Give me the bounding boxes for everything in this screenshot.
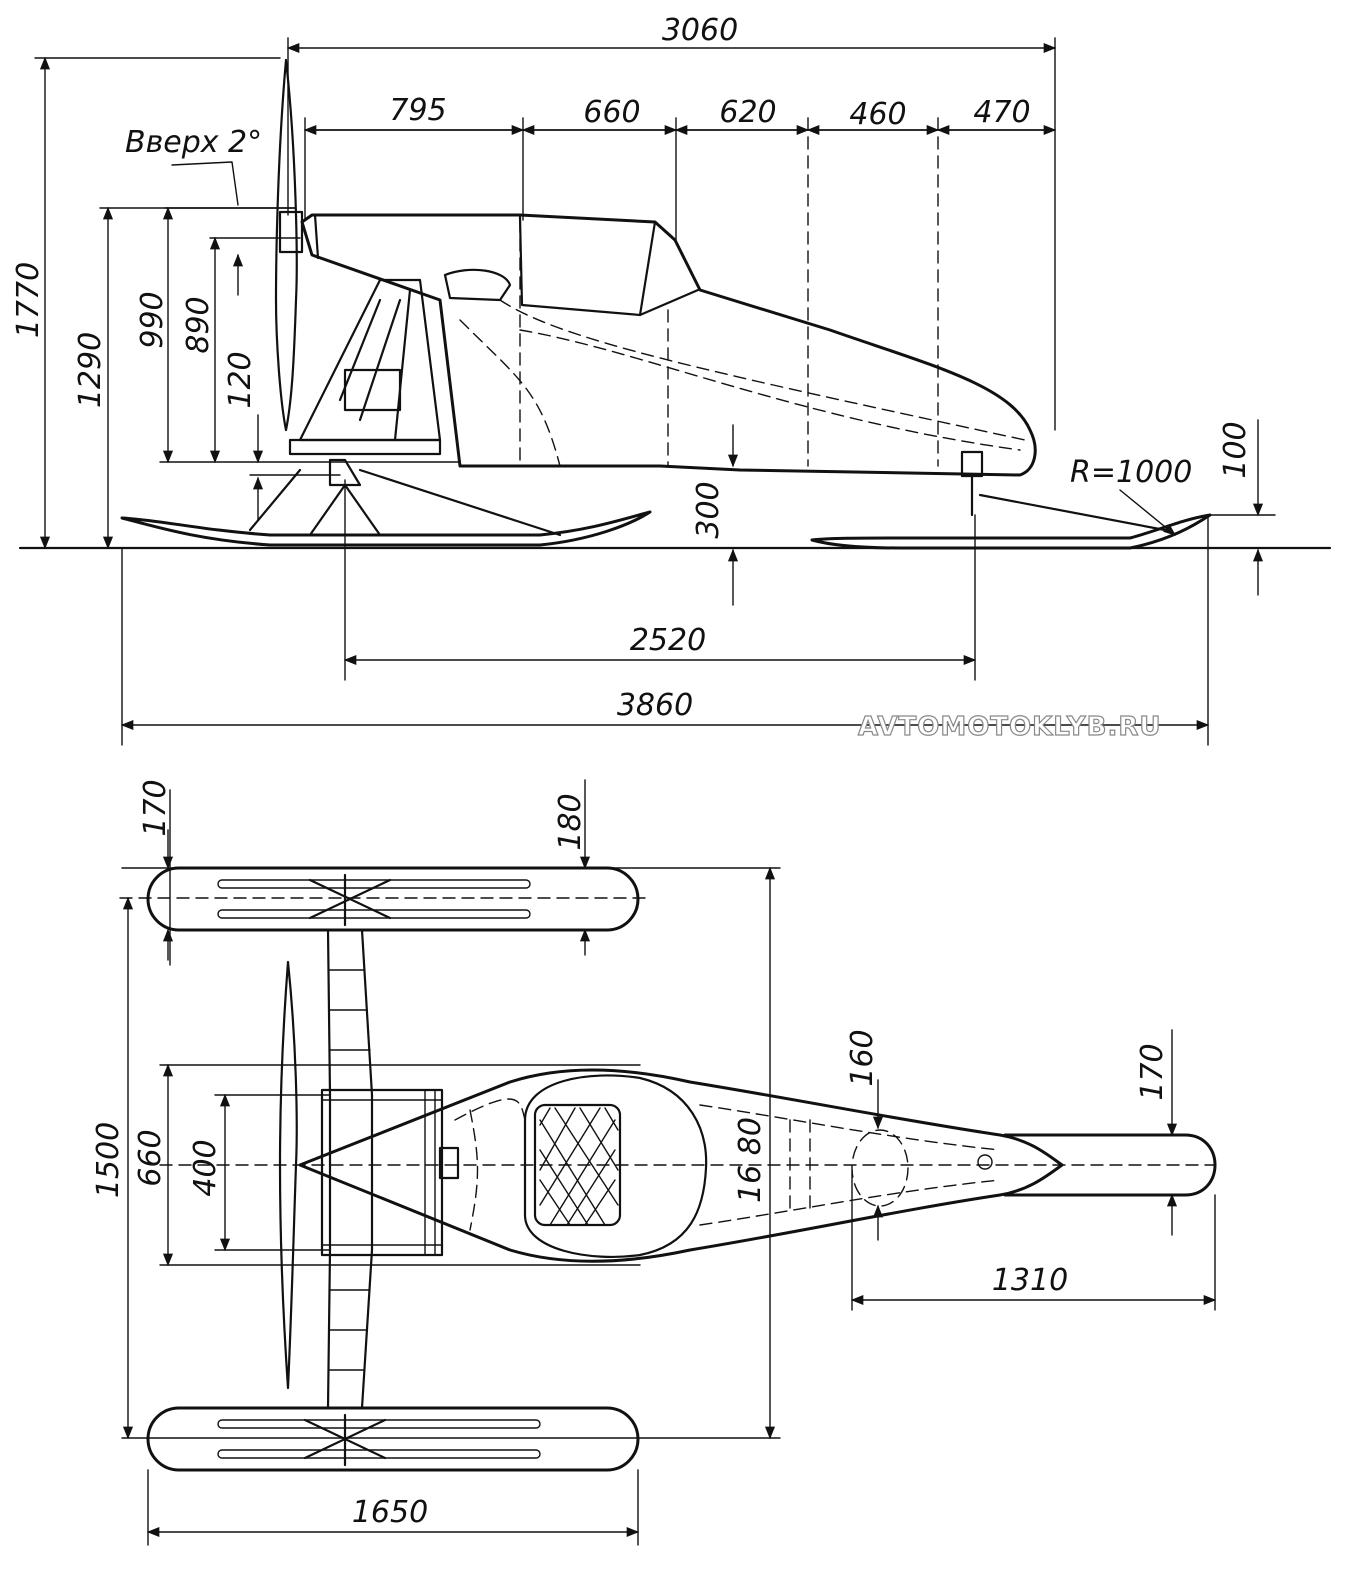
dim-170-right: 170 xyxy=(1135,1043,1170,1100)
dim-1680: 16 80 xyxy=(733,1117,768,1203)
side-view: 3060 795 660 620 460 470 Вверх 2° 1770 1… xyxy=(11,13,1332,746)
ski-binding-upper xyxy=(308,873,392,927)
dash-inner xyxy=(699,1179,1001,1226)
dim-460: 460 xyxy=(849,97,906,132)
dim-2520: 2520 xyxy=(630,623,706,658)
dash-inner xyxy=(469,1109,479,1231)
dim-890: 890 xyxy=(181,296,216,353)
engine-block xyxy=(343,368,402,412)
cockpit-top xyxy=(523,1074,708,1258)
dim-470: 470 xyxy=(973,95,1030,130)
dim-3860: 3860 xyxy=(617,688,693,723)
front-axle-beam xyxy=(326,928,374,1410)
dim-1500: 1500 xyxy=(91,1122,126,1198)
engine-part xyxy=(438,1146,460,1180)
dim-angle-label: Вверх 2° xyxy=(125,125,262,160)
axle-rungs xyxy=(329,969,371,1371)
propeller-top xyxy=(278,960,298,1390)
body-dash-2 xyxy=(519,329,1021,451)
dim-1650: 1650 xyxy=(352,1495,428,1530)
engine-frame-bars xyxy=(338,288,412,442)
propeller-side xyxy=(274,58,298,432)
fuselage-side xyxy=(300,213,1037,477)
side-dimensions: 3060 795 660 620 460 470 Вверх 2° 1770 1… xyxy=(11,13,1276,731)
engine-base xyxy=(288,438,442,456)
rear-ski-mount xyxy=(960,450,984,478)
angle-leader xyxy=(171,161,239,206)
dim-160: 160 xyxy=(845,1029,880,1086)
rear-ski xyxy=(810,513,1212,550)
dim-795: 795 xyxy=(389,93,446,128)
ski-binding-lower xyxy=(303,1413,387,1467)
rear-ski-brace xyxy=(978,493,1167,532)
canopy-line xyxy=(518,215,700,317)
engine-frame-bars-top xyxy=(321,1089,443,1256)
seat-dash xyxy=(459,319,561,467)
dim-1310: 1310 xyxy=(992,1263,1068,1298)
dim-3060: 3060 xyxy=(662,13,738,48)
front-ski xyxy=(120,510,652,547)
dim-620: 620 xyxy=(719,95,776,130)
dash-inner xyxy=(699,1104,1001,1151)
top-view: 170 180 1500 660 400 16 80 160 170 1310 xyxy=(91,779,1217,1546)
dim-990: 990 xyxy=(135,291,170,348)
dash-inner xyxy=(789,1119,811,1216)
dash-inner xyxy=(454,1098,526,1121)
dim-400: 400 xyxy=(188,1139,223,1196)
cowl-front xyxy=(313,213,320,260)
dim-radius: R=1000 xyxy=(1070,455,1192,490)
canopy-pillar xyxy=(638,220,657,317)
rear-ski-top xyxy=(1003,1133,1217,1197)
dim-170-top: 170 xyxy=(138,779,173,836)
rear-pivot-pin xyxy=(977,1154,993,1170)
seat-hatching xyxy=(539,1107,619,1226)
fuel-tank xyxy=(443,268,512,302)
top-dimensions: 170 180 1500 660 400 16 80 160 170 1310 xyxy=(91,779,1217,1538)
rear-pivot-dash xyxy=(851,1129,909,1207)
dim-1290: 1290 xyxy=(73,332,108,408)
dim-180: 180 xyxy=(553,793,588,850)
radius-leader xyxy=(1119,489,1176,536)
front-ski-struts xyxy=(248,468,562,537)
dim-100: 100 xyxy=(1218,421,1253,478)
engine-frame xyxy=(298,278,442,442)
propeller-hub xyxy=(278,210,304,254)
ski-slot xyxy=(217,1449,541,1459)
dim-660-top: 660 xyxy=(133,1129,168,1186)
dim-660: 660 xyxy=(583,95,640,130)
dim-1770: 1770 xyxy=(11,262,46,338)
body-dash-1 xyxy=(499,299,1026,441)
top-ski-upper xyxy=(146,866,640,932)
dim-120: 120 xyxy=(223,351,258,408)
watermark: AVTOMOTOKLYB.RU xyxy=(858,712,1161,742)
top-ski-lower xyxy=(146,1406,640,1472)
dim-300: 300 xyxy=(691,481,726,538)
ski-slot xyxy=(217,1419,541,1429)
front-ski-pivot xyxy=(328,458,362,487)
